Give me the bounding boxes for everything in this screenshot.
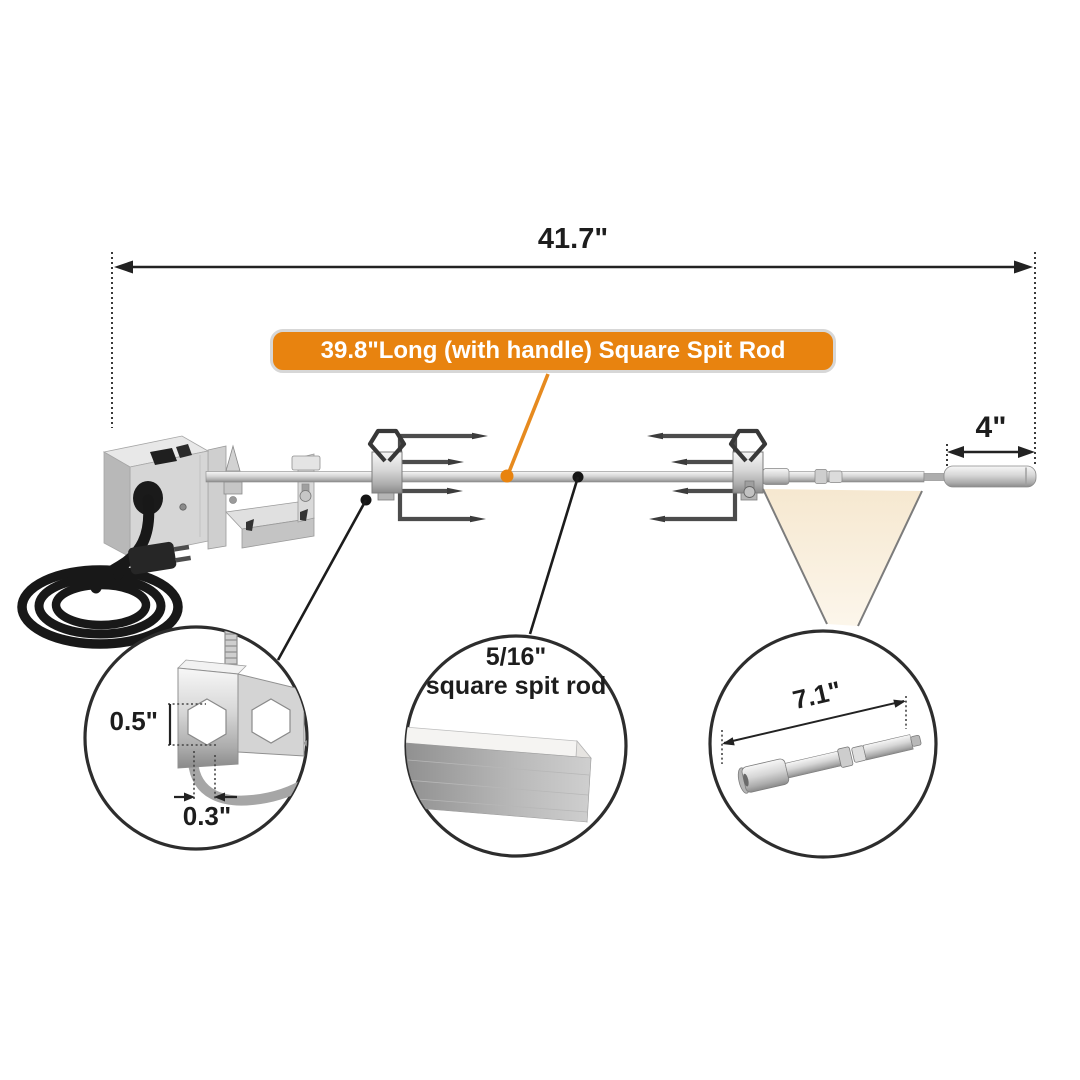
leader-dot [500,469,514,483]
bracket-rod-clamp [291,455,321,502]
badge-text: 39.8"Long (with handle) Square Spit Rod [320,337,786,365]
hex-hole [187,698,227,746]
clamp-height-label: 0.5" [109,706,158,736]
square-rod-illustration [406,725,592,824]
handle-dimension-line [946,444,1035,466]
hex-hole [251,698,291,744]
callout-line-clamp [276,494,372,661]
rod-coupler [762,468,790,485]
motor-vent [176,444,192,458]
clamp-height-dimension [168,703,218,746]
counterweight-pointer [223,444,243,504]
segment-dimension-line [721,696,907,764]
segment-illustration [737,734,922,794]
clamp-width-label: 0.3" [182,801,232,831]
rod-size-label: 5/16" [485,643,547,671]
spit-rod [205,444,1037,504]
fork-thumbscrew [743,486,756,498]
spit-rod-length-badge: 39.8"Long (with handle) Square Spit Rod [270,329,836,373]
rod-joint [828,470,843,483]
rod-joint [814,469,828,484]
clamp-width-dimension [174,751,237,802]
handle-length-label: 4" [975,411,1007,444]
power-plug [128,541,192,575]
spotlight-beam [762,488,923,627]
plug-prong [173,544,190,552]
badge-leader-line [500,373,550,483]
rod-handle [943,465,1037,488]
callout-line-rod [528,471,584,635]
rod-neck [923,473,947,481]
motor-vent [150,448,177,465]
detail-circle-segment [708,629,938,859]
plug-prong [175,555,192,563]
meat-fork-right [647,431,765,522]
rotisserie-motor [102,435,210,558]
total-dimension-line [111,252,1036,464]
total-length-label: 41.7" [537,223,609,255]
rod-name-label: square spit rod [425,672,607,700]
